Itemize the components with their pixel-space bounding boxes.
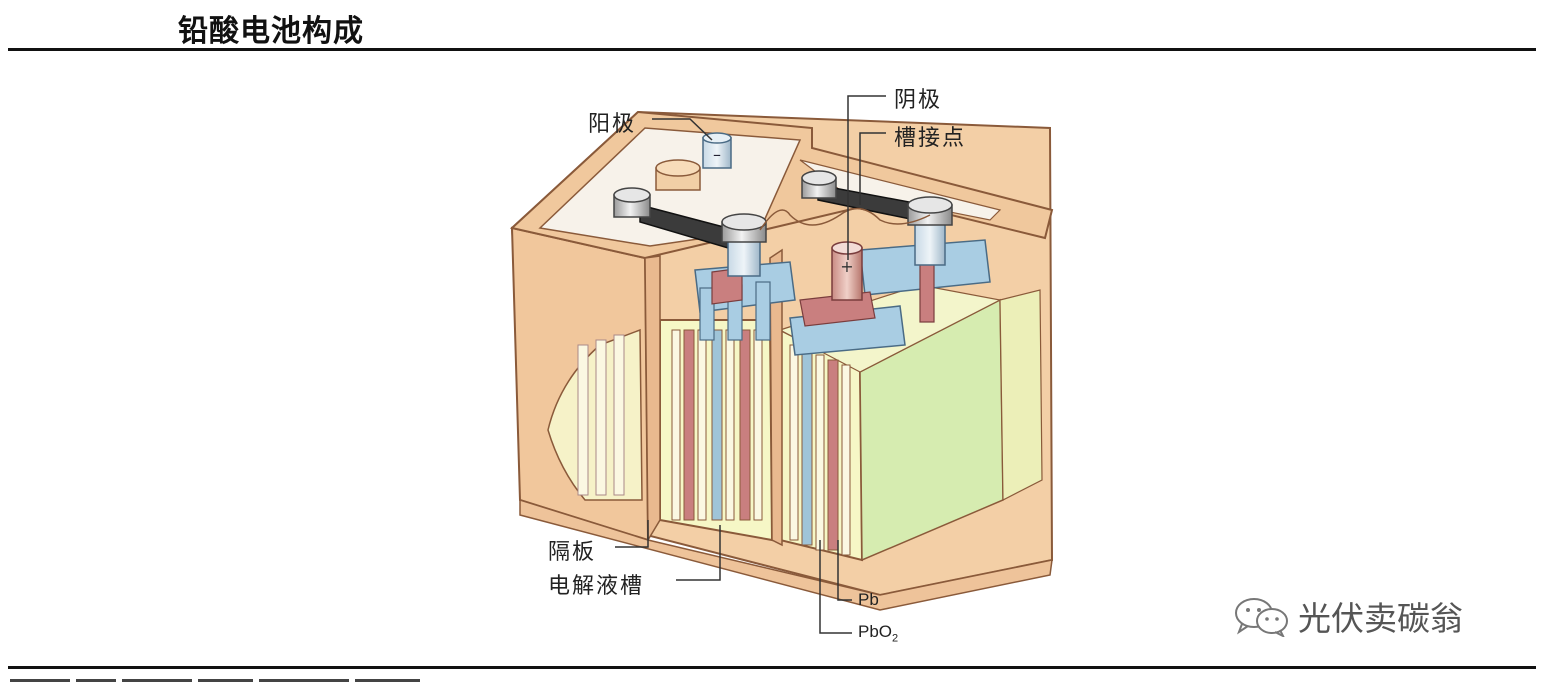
label-pbo2-base: PbO (858, 622, 893, 641)
watermark: 光伏卖碳翁 (1232, 592, 1463, 640)
label-slot-contact: 槽接点 (894, 126, 967, 151)
negative-terminal (702, 132, 732, 169)
watermark-text: 光伏卖碳翁 (1298, 599, 1463, 638)
page-title: 铅酸电池构成 (178, 14, 364, 49)
leader-lines (615, 95, 886, 634)
label-cathode: 阴极 (894, 88, 943, 113)
lid-break-edge (759, 207, 931, 231)
middle-cell-plates (671, 329, 763, 521)
post-left-a (613, 187, 651, 218)
post-left-b (721, 213, 767, 277)
source-note-cropped (10, 672, 500, 682)
cell-divider-2 (769, 248, 783, 547)
post-right-a (801, 170, 837, 199)
post-right-b (907, 196, 953, 266)
label-pbo2-sub: 2 (892, 632, 899, 645)
label-electrolyte-tank: 电解液槽 (548, 574, 645, 599)
top-divider (8, 48, 1536, 51)
cell-divider-1 (644, 255, 661, 543)
case-base (519, 498, 1053, 611)
cell-back-face (999, 289, 1043, 501)
minus-sign: – (713, 145, 721, 164)
vent-cap (655, 159, 701, 191)
left-cutaway-plates (577, 334, 625, 496)
plus-sign: + (840, 257, 853, 276)
bottom-divider (8, 666, 1536, 669)
label-pbo2: PbO2 (858, 622, 898, 644)
label-pb: Pb (858, 590, 879, 609)
label-separator: 隔板 (548, 540, 597, 565)
positive-terminal (831, 241, 863, 301)
label-anode: 阳极 (588, 112, 637, 137)
wechat-icon (1235, 598, 1288, 637)
